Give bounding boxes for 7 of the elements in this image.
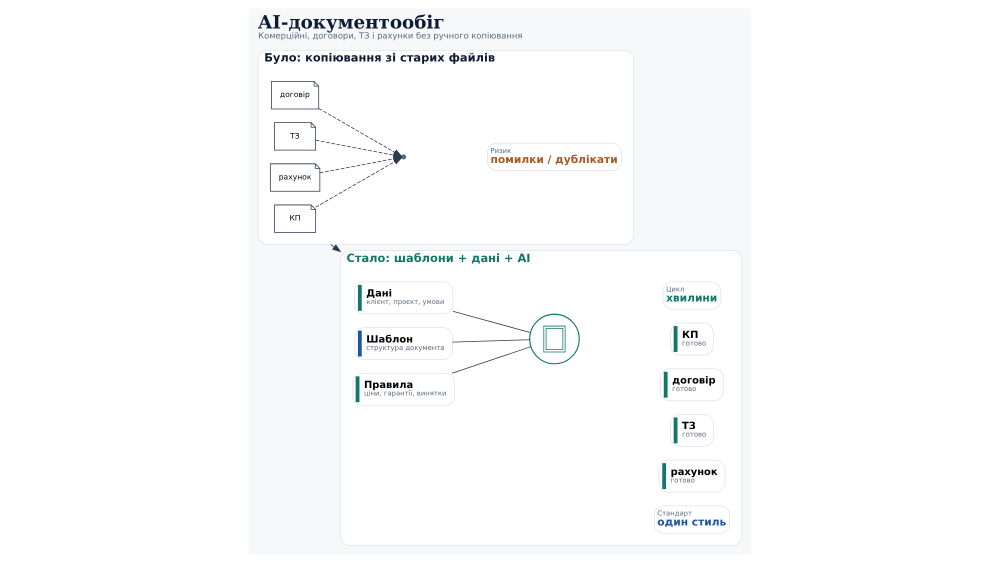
diagram-title: AI-документообіг: [258, 12, 445, 34]
connector: [452, 339, 530, 342]
arrow: [330, 244, 342, 252]
connector: [452, 310, 531, 333]
node-circle: [529, 314, 580, 364]
node-point: [401, 154, 406, 160]
connector: [452, 346, 532, 374]
